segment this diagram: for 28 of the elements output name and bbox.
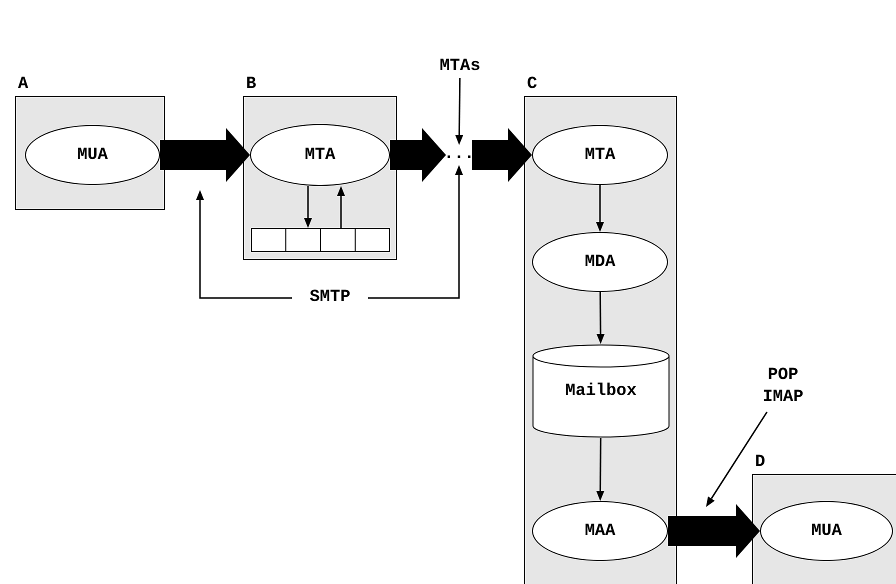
- arrow: [596, 438, 604, 501]
- process-ellipse: MUA: [25, 125, 160, 185]
- process-ellipse: MTA: [532, 125, 668, 185]
- box-heading: C: [527, 75, 538, 94]
- process-ellipse: MUA: [760, 501, 893, 561]
- annotation-label: POP IMAP: [746, 362, 820, 412]
- annotation-label: SMTP: [292, 287, 368, 309]
- mailbox-cylinder: Mailbox: [532, 344, 670, 438]
- arrow: [596, 185, 604, 232]
- arrow: [304, 186, 312, 228]
- arrow: [337, 186, 345, 228]
- process-ellipse: MDA: [532, 232, 668, 292]
- process-ellipse: MAA: [532, 501, 668, 561]
- message-queue: [251, 228, 390, 252]
- leader-line: [196, 190, 292, 299]
- box-heading: B: [246, 75, 256, 94]
- annotation-label: MTAs: [430, 56, 490, 78]
- block-arrow: [390, 128, 446, 182]
- annotation-label: ...: [446, 145, 472, 165]
- leader-line: [368, 165, 463, 299]
- process-ellipse: MTA: [250, 124, 390, 186]
- leader-line: [706, 412, 768, 507]
- block-arrow: [668, 504, 760, 558]
- box-heading: A: [18, 75, 28, 94]
- box-heading: D: [755, 453, 766, 472]
- leader-line: [455, 78, 464, 145]
- block-arrow: [160, 128, 250, 182]
- arrow: [596, 292, 605, 344]
